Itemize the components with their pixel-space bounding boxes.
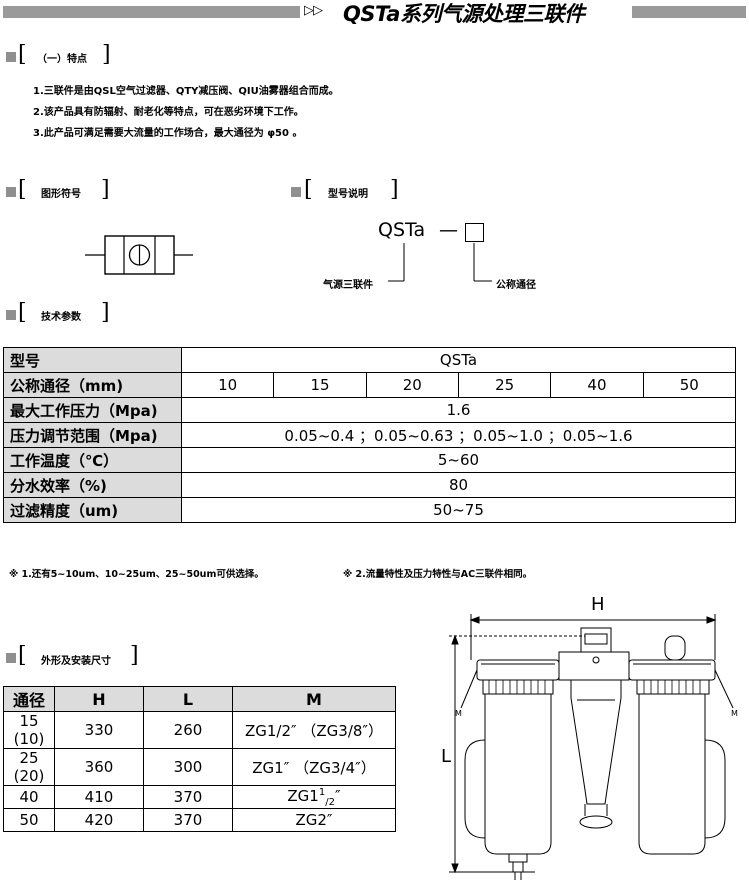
row-label: 压力调节范围（Mpa) [3,422,182,448]
title-bar-decor-right [632,6,746,18]
section-title-symbol: 图形符号 [41,189,81,200]
dimension-table: 通径 H L M 15 (10) 330 260 ZG1/2″ （ZG3/8″）… [3,686,396,832]
row-label: 型号 [3,347,182,373]
m-tail: ″ [334,786,341,805]
row-label: 工作温度（℃） [3,447,182,473]
cell-bore: 40 [3,785,55,809]
table-row: 过滤精度（um) 50~75 [3,497,736,523]
bracket-right: ] [130,643,139,668]
cell-value: 10 [180,372,275,398]
note-2: ※ 2.流量特性及压力特性与AC三联件相同。 [343,569,533,580]
dim-label-h: H [591,594,605,615]
section-marker-icon [6,653,16,663]
section-title-dimensions: 外形及安装尺寸 [41,656,111,667]
page-title: QSTa系列气源处理三联件 [343,2,585,26]
table-row: 分水效率（%) 80 [3,472,736,498]
cell-l: 260 [143,711,233,749]
bracket-right: ] [102,42,111,67]
bracket-right: ] [390,177,399,202]
model-leader-lines [388,243,492,282]
row-label: 最大工作压力（Mpa) [3,397,182,423]
triple-unit-symbol-icon [85,235,193,275]
cell-m: ZG11/2″ [232,785,396,809]
table-row: 压力调节范围（Mpa) 0.05~0.4 ；0.05~0.63 ；0.05~1.… [3,422,736,448]
model-code: QSTa [378,219,426,241]
section-marker-icon [6,310,16,320]
cell-value: QSTa [181,347,736,373]
feature-item-2: 2.该产品具有防辐射、耐老化等特点，可在恶劣环境下工作。 [33,107,304,118]
feature-item-1: 1.三联件是由QSL空气过滤器、QTY减压阀、QIU油雾器组合而成。 [33,86,339,97]
model-size-box [465,223,484,242]
row-label: 分水效率（%) [3,472,182,498]
cell-value: 50~75 [181,497,736,523]
bracket-left: [ [304,177,313,202]
section-marker-icon [6,52,16,62]
model-label-right: 公称通径 [496,280,536,291]
cell-value: 80 [181,472,736,498]
table-row: 25 (20) 360 300 ZG1″ （ZG3/4″） [3,748,396,786]
cell-h: 330 [54,711,144,749]
cell-bore: 50 [3,808,55,832]
cell-value: 1.6 [181,397,736,423]
bracket-left: [ [18,643,27,668]
cell-value: 50 [642,372,737,398]
model-label-left: 气源三联件 [323,280,373,291]
section-title-model: 型号说明 [328,189,368,200]
cell-value: 15 [273,372,367,398]
feature-item-3: 3.此产品可满足需要大流量的工作场合，最大通径为 φ50 。 [33,128,303,139]
cell-value: 0.05~0.4 ；0.05~0.63 ；0.05~1.0 ；0.05~1.6 [181,422,736,448]
dim-label-l: L [441,746,451,767]
cell-value: 5~60 [181,447,736,473]
m-main: ZG1 [287,786,319,805]
table-row: 50 420 370 ZG2″ [3,808,396,832]
column-header: 通径 [3,686,55,712]
table-row: 15 (10) 330 260 ZG1/2″ （ZG3/8″） [3,711,396,749]
note-1: ※ 1.还有5~10um、10~25um、25~50um可供选择。 [9,569,264,580]
cell-value: 20 [365,372,459,398]
cell-bore: 15 (10) [3,711,55,749]
section-marker-icon [6,187,16,197]
cell-h: 410 [54,785,144,809]
cell-l: 370 [143,808,233,832]
cell-h: 360 [54,748,144,786]
bracket-left: [ [18,177,27,202]
title-bar-decor-left [3,6,300,18]
model-dash: — [439,219,458,241]
table-row: 工作温度（℃） 5~60 [3,447,736,473]
column-header: M [232,686,396,712]
table-row: 40 410 370 ZG11/2″ [3,785,396,809]
dim-label-m-right: M [731,709,738,718]
cell-bore: 25 (20) [3,748,55,786]
bracket-right: ] [101,177,110,202]
column-header: L [143,686,233,712]
title-arrows-icon: ▷▷ [304,3,323,18]
cell-m: ZG1″ （ZG3/4″） [232,748,396,786]
section-title-tech: 技术参数 [41,312,81,323]
cell-h: 420 [54,808,144,832]
bracket-left: [ [18,42,27,67]
bracket-left: [ [18,300,27,325]
dim-label-m-left: M [455,709,462,718]
cell-value: 25 [457,372,552,398]
assembly-drawing: H L M M [441,594,738,880]
row-label: 过滤精度（um) [3,497,182,523]
cell-m: ZG1/2″ （ZG3/8″） [232,711,396,749]
column-header: H [54,686,144,712]
m-sup: 1 [318,786,326,798]
row-label: 公称通径（mm) [3,372,182,398]
cell-l: 370 [143,785,233,809]
section-marker-icon [291,187,301,197]
cell-value: 40 [550,372,644,398]
tech-spec-table: 型号 QSTa 公称通径（mm) 10 15 20 25 40 50 最大工作压… [3,347,737,523]
cell-l: 300 [143,748,233,786]
table-header-row: 通径 H L M [3,686,396,712]
table-row: 公称通径（mm) 10 15 20 25 40 50 [3,372,737,398]
table-row: 型号 QSTa [3,347,736,373]
m-sub: /2 [325,796,335,808]
section-title-features: （一）特点 [37,54,87,65]
table-row: 最大工作压力（Mpa) 1.6 [3,397,736,423]
cell-m: ZG2″ [232,808,396,832]
bracket-right: ] [101,300,110,325]
